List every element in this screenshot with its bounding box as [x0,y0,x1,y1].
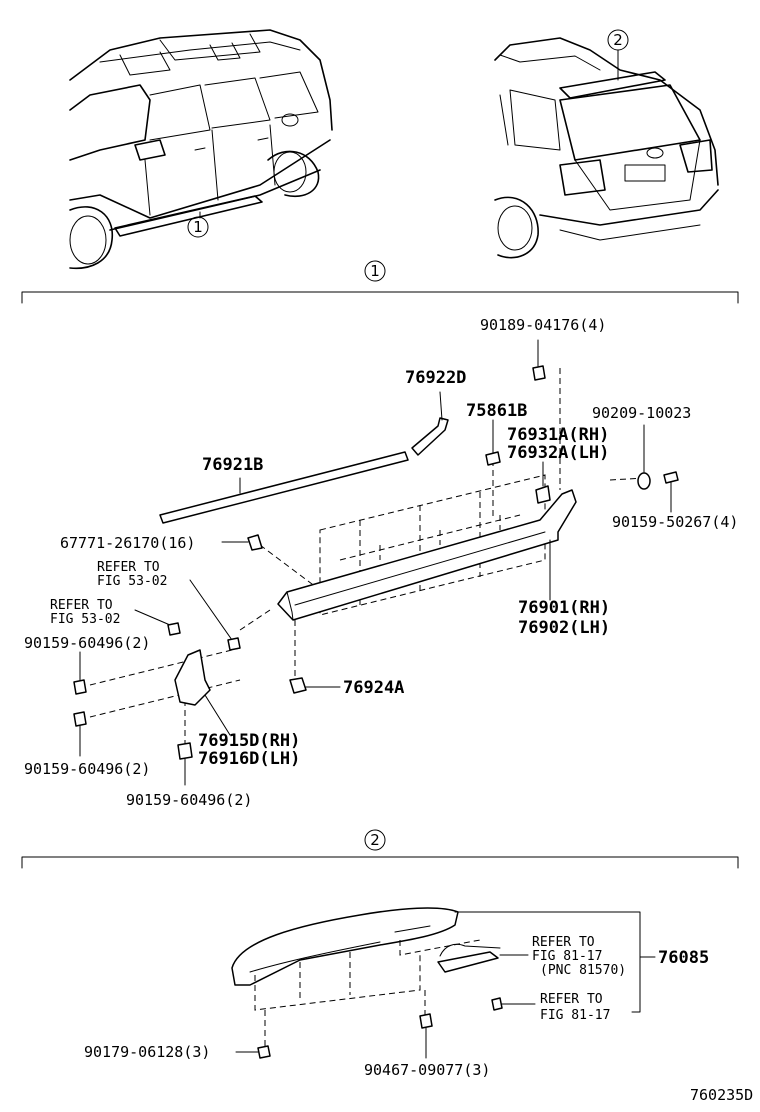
callout-1-car: 1 [187,216,209,238]
figure-code: 760235D [690,1086,753,1104]
fastener-90467 [419,1013,433,1059]
callout-2-car: 2 [607,29,629,51]
section-2-header: 2 [21,829,739,869]
label-90159-60496-c: 90159-60496(2) [126,791,252,809]
section-1-header: 1 [21,260,739,304]
label-76921b: 76921B [202,455,263,475]
bracket-76085 [454,911,656,1013]
spoiler-guide-lines [254,939,481,1048]
screw-refer [491,997,536,1011]
label-refer-2a: REFER TO [50,598,113,613]
svg-text:1: 1 [193,218,203,236]
label-refer-3c: (PNC 81570) [540,963,626,978]
section-2-labels: REFER TO FIG 81-17 (PNC 81570) 76085 REF… [84,935,709,1079]
label-refer-2b: FIG 53-02 [50,612,120,627]
label-76932a: 76932A(LH) [507,443,609,463]
label-90159-60496-a: 90159-60496(2) [24,634,150,652]
bolt-90159-60496-c [177,742,193,786]
label-refer-3b: FIG 81-17 [532,949,602,964]
label-76901: 76901(RH) [518,598,610,618]
label-76924a: 76924A [343,678,404,698]
clip-76924a [289,677,341,694]
label-67771-26170: 67771-26170(16) [60,534,195,552]
clip-67771 [221,534,263,551]
washer-90209 [637,424,651,490]
label-refer-4a: REFER TO [540,992,603,1007]
bolt-90159-60496-a [73,651,87,695]
label-90209-10023: 90209-10023 [592,404,691,422]
molding-76921b [159,451,409,524]
label-90179-06128: 90179-06128(3) [84,1043,210,1061]
bracket-76915d [174,649,231,736]
car-side-view [69,29,333,270]
screw-90159-50267 [663,471,679,513]
label-refer-1b: FIG 53-02 [97,574,167,589]
side-skirt-76901 [277,489,577,621]
label-76915d: 76915D(RH) [198,731,300,751]
pad-75861b [485,419,501,466]
bolt-90159-60496-b [73,711,87,757]
car-rear-view [494,37,719,259]
mounting-guide-lines [89,368,646,745]
refer-leaders-1 [134,579,241,651]
svg-text:2: 2 [370,831,380,849]
label-90159-50267: 90159-50267(4) [612,513,738,531]
label-refer-1a: REFER TO [97,560,160,575]
label-90189-04176: 90189-04176(4) [480,316,606,334]
spoiler-76085 [231,907,459,986]
fastener-90179 [235,1045,271,1059]
label-76902: 76902(LH) [518,618,610,638]
label-76916d: 76916D(LH) [198,749,300,769]
svg-text:2: 2 [613,31,623,49]
label-90159-60496-b: 90159-60496(2) [24,760,150,778]
label-76931a: 76931A(RH) [507,425,609,445]
svg-text:1: 1 [370,262,380,280]
label-refer-4b: FIG 81-17 [540,1008,610,1023]
bracket-76931a [535,461,551,504]
clip-90189 [532,339,546,381]
label-76085: 76085 [658,948,709,968]
piece-76922d [411,391,449,456]
stop-lamp [437,943,501,973]
label-75861b: 75861B [466,401,527,421]
label-76922d: 76922D [405,368,466,388]
label-90467-09077: 90467-09077(3) [364,1061,490,1079]
section-1-labels: 90189-04176(4) 76922D 75861B 90209-10023… [24,316,738,809]
label-refer-3a: REFER TO [532,935,595,950]
